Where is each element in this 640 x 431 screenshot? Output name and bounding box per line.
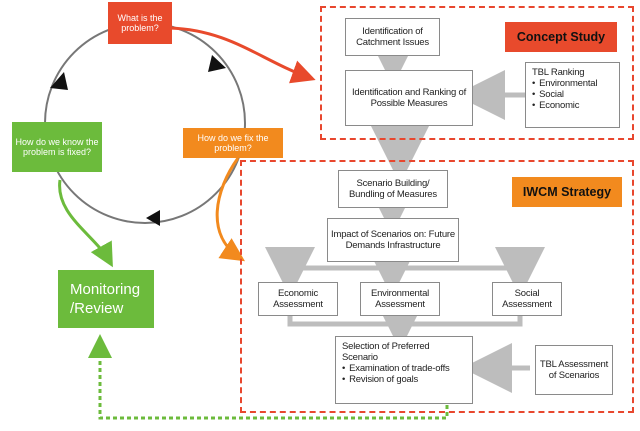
ranking-text: Identification and Ranking of Possible M… (351, 87, 467, 109)
orange-connector (215, 157, 246, 262)
iwcm-strategy-label: IWCM Strategy (512, 177, 622, 207)
selection-list: Examination of trade-offs Revision of go… (342, 363, 450, 385)
green-connector (58, 179, 113, 268)
flow-merge (287, 316, 523, 330)
environmental-assessment-text: Environmental Assessment (370, 288, 430, 310)
tbl-ranking-box: TBL Ranking Environmental Social Economi… (525, 62, 620, 128)
selection-item-goals: Revision of goals (342, 374, 450, 385)
tbl-assessment-text: TBL Assessment of Scenarios (539, 359, 609, 381)
economic-assessment-box: Economic Assessment (258, 282, 338, 316)
tbl-ranking-title: TBL Ranking (532, 67, 585, 78)
cycle-arrowhead-left (50, 72, 68, 90)
identification-box: Identification of Catchment Issues (345, 18, 440, 56)
selection-title: Selection of Preferred Scenario (342, 341, 430, 363)
tbl-ranking-list: Environmental Social Economic (532, 78, 597, 111)
monitoring-review-text: Monitoring /Review (70, 281, 141, 317)
monitoring-review-box: Monitoring /Review (58, 270, 154, 328)
impact-text: Impact of Scenarios on: Future Demands I… (331, 229, 455, 251)
tbl-item-social: Social (532, 89, 597, 100)
cycle-arrowhead-bottom (146, 210, 160, 226)
concept-study-label: Concept Study (505, 22, 617, 52)
concept-study-title: Concept Study (516, 30, 606, 44)
iwcm-strategy-region (240, 160, 634, 413)
scenario-building-box: Scenario Building/ Bundling of Measures (338, 170, 448, 208)
green-dotted-loop (88, 334, 449, 420)
tbl-item-environmental: Environmental (532, 78, 597, 89)
impact-box: Impact of Scenarios on: Future Demands I… (327, 218, 459, 262)
selection-item-tradeoffs: Examination of trade-offs (342, 363, 450, 374)
how-know-fixed-tag: How do we know the problem is fixed? (12, 122, 102, 172)
economic-assessment-text: Economic Assessment (273, 288, 323, 310)
cycle-arrowhead-right (208, 55, 226, 72)
concept-study-region (320, 6, 634, 140)
how-know-fixed-text: How do we know the problem is fixed? (15, 137, 99, 157)
what-is-problem-tag: What is the problem? (108, 2, 172, 44)
social-assessment-box: Social Assessment (492, 282, 562, 316)
what-is-problem-text: What is the problem? (117, 13, 163, 33)
red-connector (169, 26, 316, 84)
iwcm-strategy-title: IWCM Strategy (522, 185, 612, 199)
environmental-assessment-box: Environmental Assessment (360, 282, 440, 316)
identification-text: Identification of Catchment Issues (356, 26, 429, 48)
tbl-item-economic: Economic (532, 100, 597, 111)
tbl-assessment-box: TBL Assessment of Scenarios (535, 345, 613, 395)
how-fix-problem-tag: How do we fix the problem? (183, 128, 283, 158)
social-assessment-text: Social Assessment (502, 288, 552, 310)
scenario-building-text: Scenario Building/ Bundling of Measures (349, 178, 437, 200)
selection-box: Selection of Preferred Scenario Examinat… (335, 336, 473, 404)
ranking-box: Identification and Ranking of Possible M… (345, 70, 473, 126)
how-fix-problem-text: How do we fix the problem? (197, 133, 269, 153)
